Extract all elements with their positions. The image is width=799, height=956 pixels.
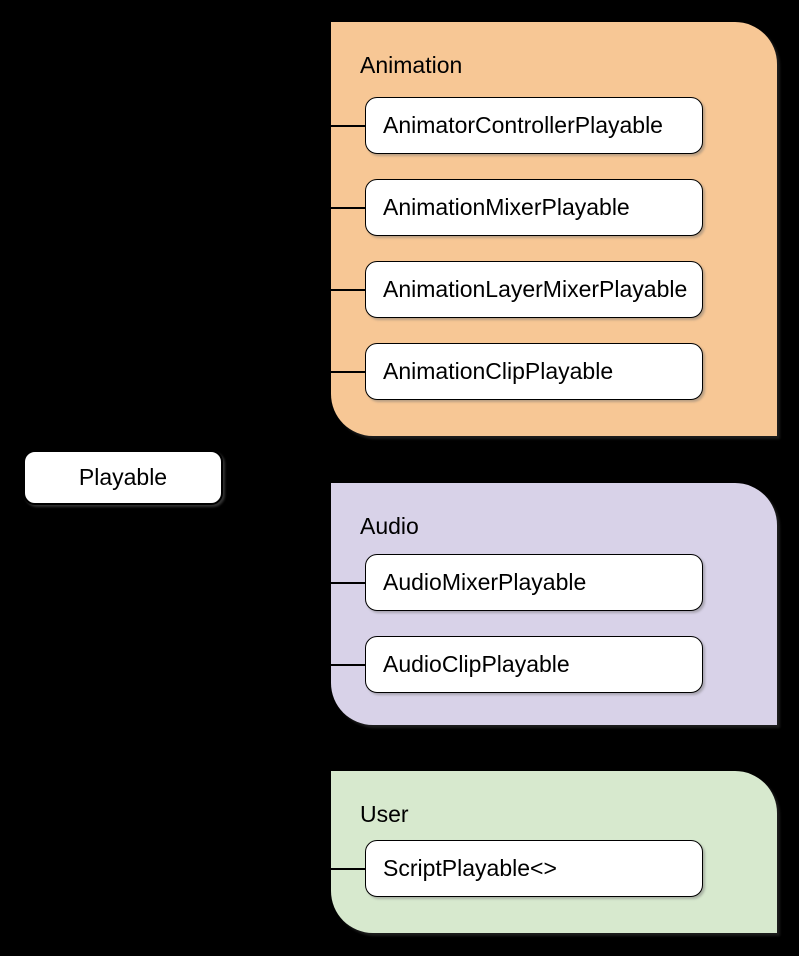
class-node-script-playable: ScriptPlayable<> [365,840,703,897]
connector-line [331,581,365,584]
class-node-label: AnimationLayerMixerPlayable [383,276,688,302]
group-audio: Audio AudioMixerPlayable AudioClipPlayab… [331,483,777,725]
item-row: AnimationMixerPlayable [331,179,703,236]
class-node-animation-mixer-playable: AnimationMixerPlayable [365,179,703,236]
class-node-animation-clip-playable: AnimationClipPlayable [365,343,703,400]
item-row: AnimatorControllerPlayable [331,97,703,154]
class-node-label: AnimationMixerPlayable [383,194,630,220]
connector-line [331,288,365,291]
class-node-label: AudioClipPlayable [383,651,570,677]
group-user: User ScriptPlayable<> [331,771,777,933]
connector-line [331,663,365,666]
connector-line [331,867,365,870]
playable-node: Playable [23,450,223,505]
group-user-label: User [360,801,409,827]
class-node-animation-layer-mixer-playable: AnimationLayerMixerPlayable [365,261,703,318]
connector-line [331,370,365,373]
class-node-label: AnimationClipPlayable [383,358,614,384]
item-row: AnimationLayerMixerPlayable [331,261,703,318]
class-node-label: AnimatorControllerPlayable [383,112,663,138]
connector-line [331,124,365,127]
group-animation-label: Animation [360,52,463,78]
class-node-label: ScriptPlayable<> [383,855,557,881]
item-row: AnimationClipPlayable [331,343,703,400]
group-audio-label: Audio [360,513,419,539]
class-node-audio-clip-playable: AudioClipPlayable [365,636,703,693]
class-node-label: AudioMixerPlayable [383,569,587,595]
class-node-audio-mixer-playable: AudioMixerPlayable [365,554,703,611]
item-row: ScriptPlayable<> [331,840,703,897]
connector-line [331,206,365,209]
playable-node-label: Playable [78,464,168,490]
item-row: AudioClipPlayable [331,636,703,693]
class-node-animator-controller-playable: AnimatorControllerPlayable [365,97,703,154]
item-row: AudioMixerPlayable [331,554,703,611]
group-animation: Animation AnimatorControllerPlayable Ani… [331,22,777,436]
